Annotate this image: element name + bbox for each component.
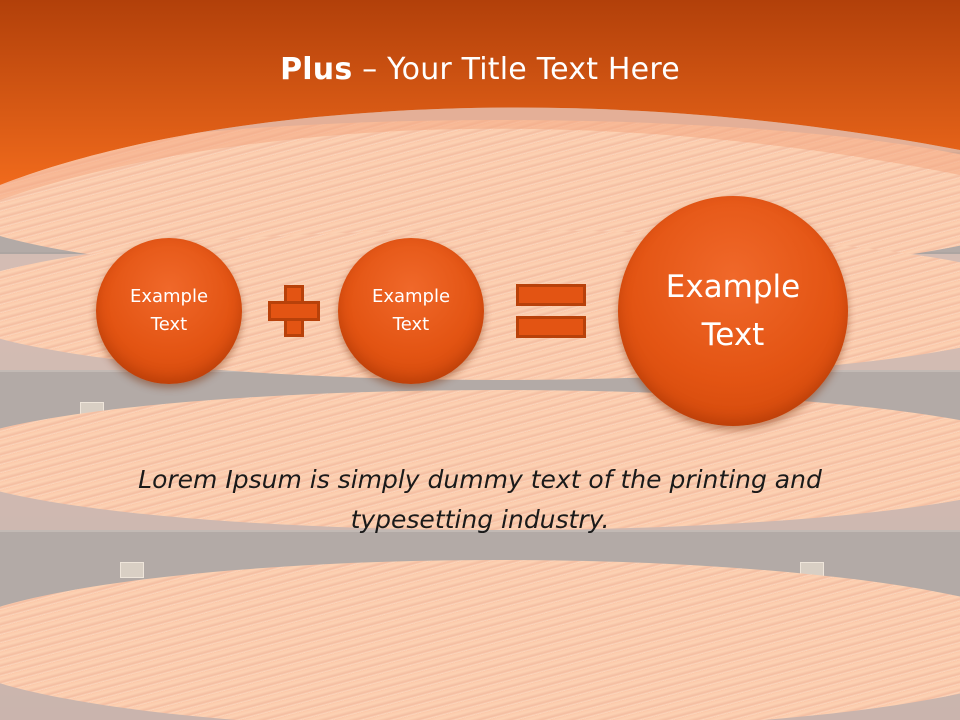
circle-3-label: Example Text bbox=[665, 269, 801, 353]
title-rest: – Your Title Text Here bbox=[352, 52, 680, 87]
slide-title: Plus – Your Title Text Here bbox=[0, 52, 960, 87]
title-bold: Plus bbox=[280, 52, 353, 87]
header-banner bbox=[0, 0, 960, 200]
circle-example-result[interactable]: Example Text bbox=[618, 196, 848, 426]
circle-example-2[interactable]: Example Text bbox=[338, 238, 484, 384]
circle-1-label: Example Text bbox=[129, 286, 209, 335]
body-text: Lorem Ipsum is simply dummy text of the … bbox=[138, 465, 822, 534]
circle-example-1[interactable]: Example Text bbox=[96, 238, 242, 384]
circle-2-label: Example Text bbox=[371, 286, 451, 335]
